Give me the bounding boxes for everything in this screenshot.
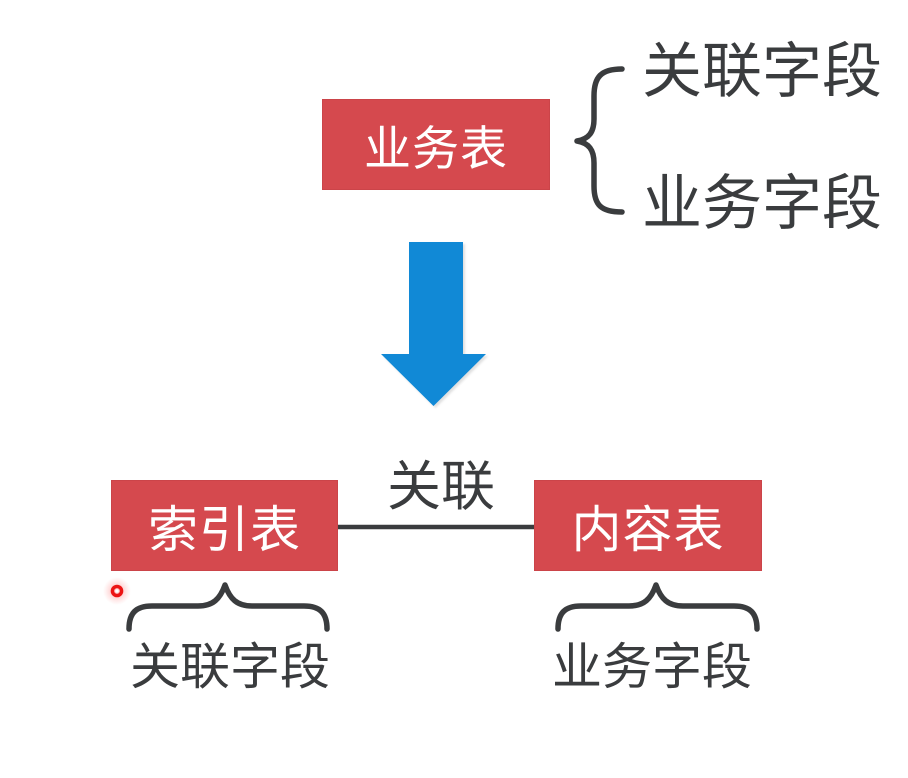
business-table-label: 业务表 — [364, 122, 508, 175]
field-label-business-bottom: 业务字段 — [552, 639, 752, 695]
field-label-business-top: 业务字段 — [642, 170, 882, 237]
field-label-association-top: 关联字段 — [642, 38, 882, 105]
field-label-association-bottom: 关联字段 — [130, 639, 330, 695]
laser-pointer-dot — [103, 577, 131, 605]
business-fields-brace-icon — [574, 66, 625, 215]
index-table-box: 索引表 — [111, 480, 338, 571]
content-table-box: 内容表 — [534, 480, 762, 571]
index-table-label: 索引表 — [148, 501, 301, 558]
business-table-box: 业务表 — [322, 99, 550, 190]
index-table-brace-icon — [126, 582, 330, 632]
content-table-brace-icon — [555, 582, 760, 632]
relation-label: 关联 — [387, 457, 495, 517]
content-table-label: 内容表 — [571, 501, 725, 558]
down-arrow-icon — [381, 242, 486, 406]
